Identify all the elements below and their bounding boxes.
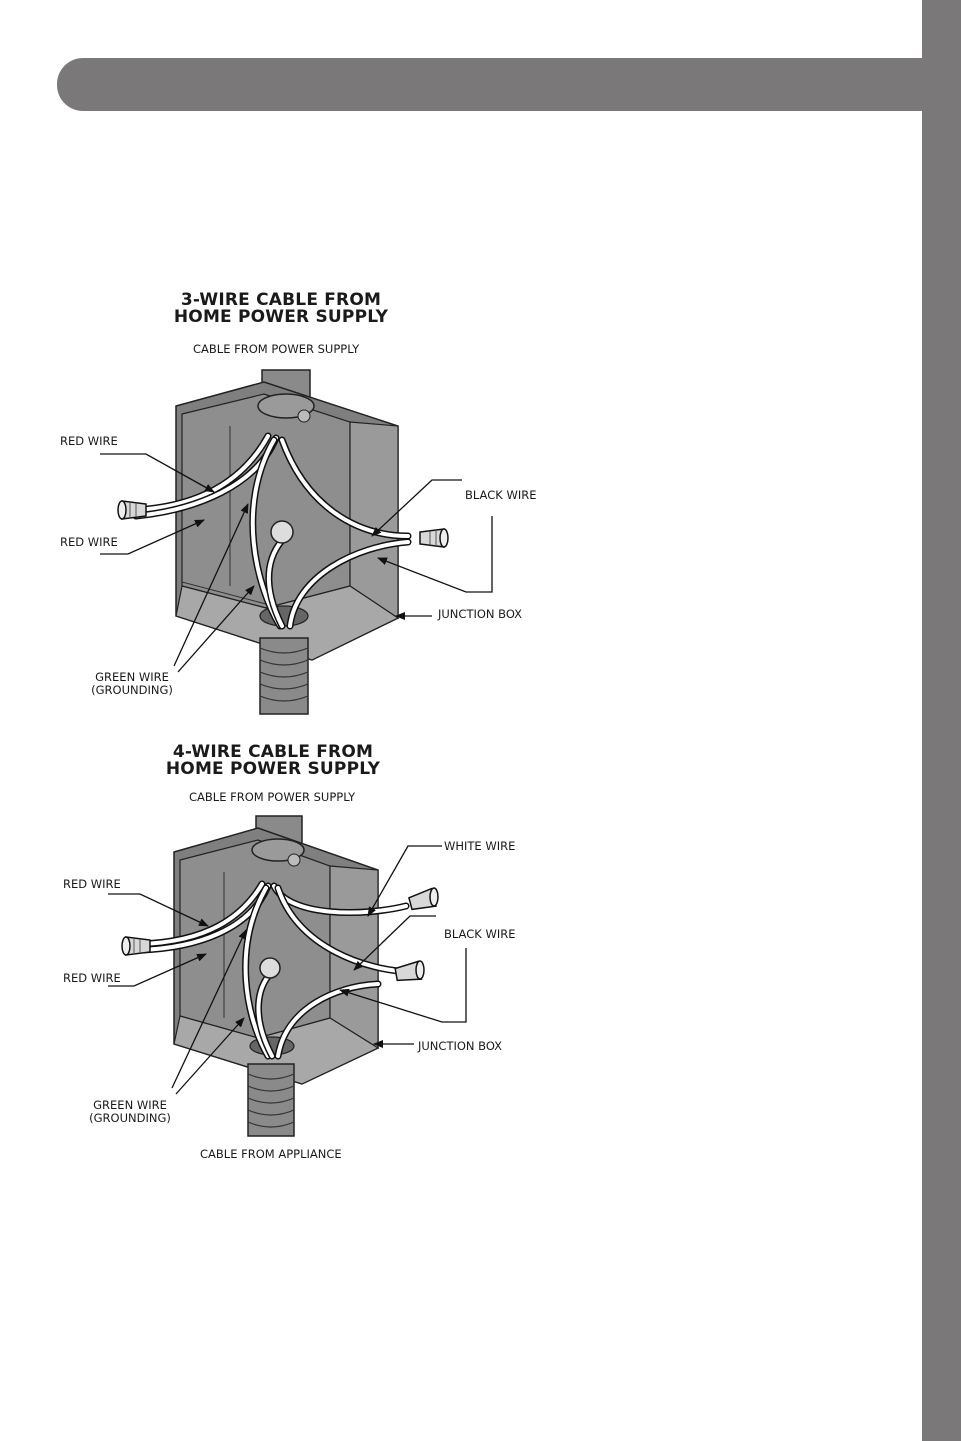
label-cable-from-power-supply: CABLE FROM POWER SUPPLY: [193, 343, 359, 356]
label-junction-box: JUNCTION BOX: [418, 1040, 502, 1053]
ground-screw: [260, 958, 280, 978]
figure-3-wire: 3-WIRE CABLE FROM HOME POWER SUPPLY: [36, 286, 546, 718]
label-white-wire: WHITE WIRE: [444, 840, 515, 853]
label-red-wire-upper: RED WIRE: [60, 435, 118, 448]
box-right-face: [350, 422, 398, 618]
label-black-wire: BLACK WIRE: [465, 489, 536, 502]
label-green-wire: GREEN WIRE (GROUNDING): [82, 1099, 178, 1125]
header-bar: [57, 58, 932, 111]
label-red-wire-lower: RED WIRE: [63, 972, 121, 985]
wire-nut-right: [420, 529, 448, 547]
label-cable-from-power-supply: CABLE FROM POWER SUPPLY: [189, 791, 355, 804]
label-green-wire-line-2: (GROUNDING): [84, 684, 180, 697]
conduit-bottom: [260, 638, 308, 714]
label-red-wire-upper: RED WIRE: [63, 878, 121, 891]
wire-nut-left: [122, 937, 150, 955]
label-green-wire-line-2: (GROUNDING): [82, 1112, 178, 1125]
ground-screw: [271, 521, 293, 543]
wire-nut-upper-right: [408, 888, 438, 912]
label-black-wire: BLACK WIRE: [444, 928, 515, 941]
label-green-wire: GREEN WIRE (GROUNDING): [84, 671, 180, 697]
label-red-wire-lower: RED WIRE: [60, 536, 118, 549]
side-tab: [922, 0, 961, 1441]
label-junction-box: JUNCTION BOX: [438, 608, 522, 621]
figure-4-wire: 4-WIRE CABLE FROM HOME POWER SUPPLY: [36, 738, 546, 1170]
wire-nut-lower-right: [395, 961, 424, 983]
label-cable-from-appliance: CABLE FROM APPLIANCE: [200, 1148, 342, 1161]
wire-nut-left: [118, 501, 146, 519]
